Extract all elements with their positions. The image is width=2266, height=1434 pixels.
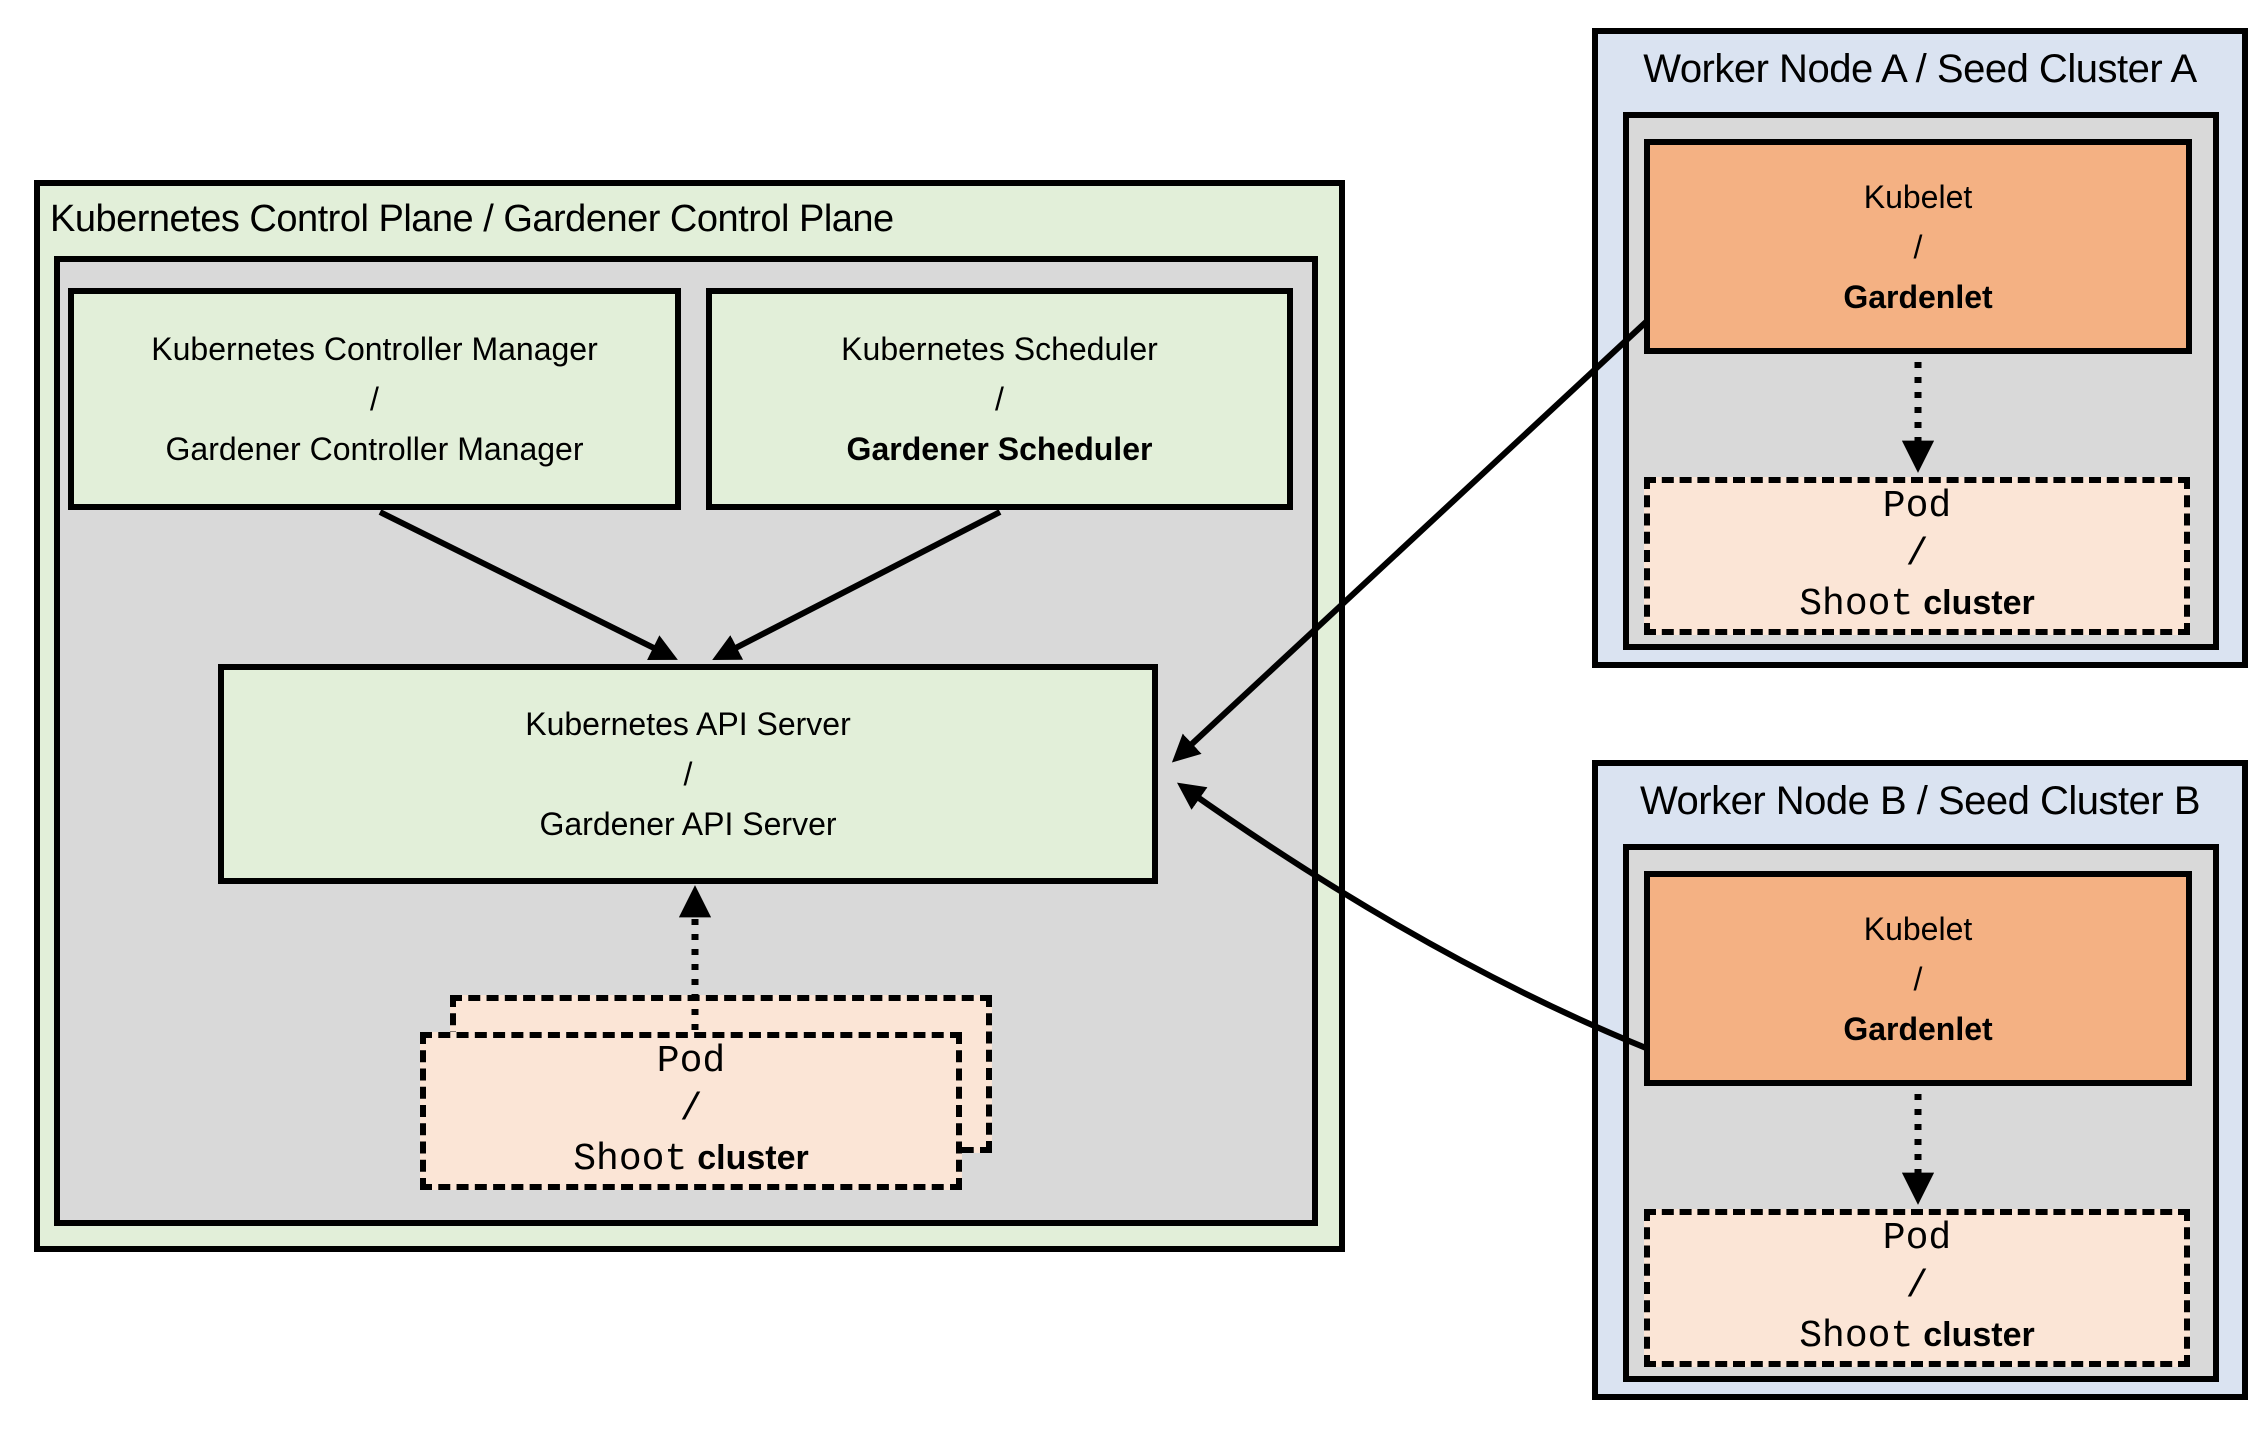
pod-line1: Pod xyxy=(656,1040,726,1083)
kubelet-b-line1: Kubelet xyxy=(1863,910,1973,947)
controller-manager-separator: / xyxy=(370,381,379,417)
pod-b-separator: / xyxy=(1905,1265,1929,1308)
kubelet-a-line1: Kubelet xyxy=(1863,178,1973,215)
api-server-box: Kubernetes API Server / Gardener API Ser… xyxy=(218,664,1158,884)
kubelet-a-line2: Gardenlet xyxy=(1843,278,1993,315)
pod-line3: Shoot cluster xyxy=(573,1134,809,1184)
scheduler-separator: / xyxy=(995,381,1004,417)
pod-a-line3: Shoot cluster xyxy=(1799,579,2035,629)
pod-b-line1: Pod xyxy=(1882,1217,1952,1260)
kubelet-b-box: Kubelet / Gardenlet xyxy=(1644,871,2192,1086)
controller-manager-line1: Kubernetes Controller Manager xyxy=(151,331,598,367)
kubelet-a-box: Kubelet / Gardenlet xyxy=(1644,139,2192,354)
pod-shoot-cluster-front-box: Pod / Shoot cluster xyxy=(420,1032,962,1190)
pod-b-box: Pod / Shoot cluster xyxy=(1644,1209,2190,1367)
api-server-line2: Gardener API Server xyxy=(539,806,837,842)
control-plane-title: Kubernetes Control Plane / Gardener Cont… xyxy=(50,198,894,240)
pod-a-line3-code: Shoot xyxy=(1799,583,1914,626)
scheduler-box: Kubernetes Scheduler / Gardener Schedule… xyxy=(706,288,1293,510)
worker-node-a-title: Worker Node A / Seed Cluster A xyxy=(1643,47,2197,91)
kubelet-b-separator: / xyxy=(1913,960,1923,997)
controller-manager-box: Kubernetes Controller Manager / Gardener… xyxy=(68,288,681,510)
api-server-line1: Kubernetes API Server xyxy=(525,706,851,742)
kubelet-b-line2: Gardenlet xyxy=(1843,1010,1993,1047)
pod-b-line3-label: cluster xyxy=(1923,1316,2035,1354)
pod-a-separator: / xyxy=(1905,533,1929,576)
pod-a-line3-label: cluster xyxy=(1923,584,2035,622)
controller-manager-line2: Gardener Controller Manager xyxy=(165,431,584,467)
scheduler-line1: Kubernetes Scheduler xyxy=(841,331,1158,367)
scheduler-line2: Gardener Scheduler xyxy=(846,431,1153,467)
pod-b-line3: Shoot cluster xyxy=(1799,1311,2035,1361)
pod-a-line1: Pod xyxy=(1882,485,1952,528)
pod-line3-label: cluster xyxy=(697,1139,809,1177)
api-server-separator: / xyxy=(683,756,693,792)
pod-line3-code: Shoot xyxy=(573,1138,688,1181)
pod-b-line3-code: Shoot xyxy=(1799,1315,1914,1358)
pod-a-box: Pod / Shoot cluster xyxy=(1644,477,2190,635)
worker-node-b-title: Worker Node B / Seed Cluster B xyxy=(1639,779,2201,823)
kubelet-a-separator: / xyxy=(1913,228,1923,265)
pod-separator: / xyxy=(679,1088,703,1131)
